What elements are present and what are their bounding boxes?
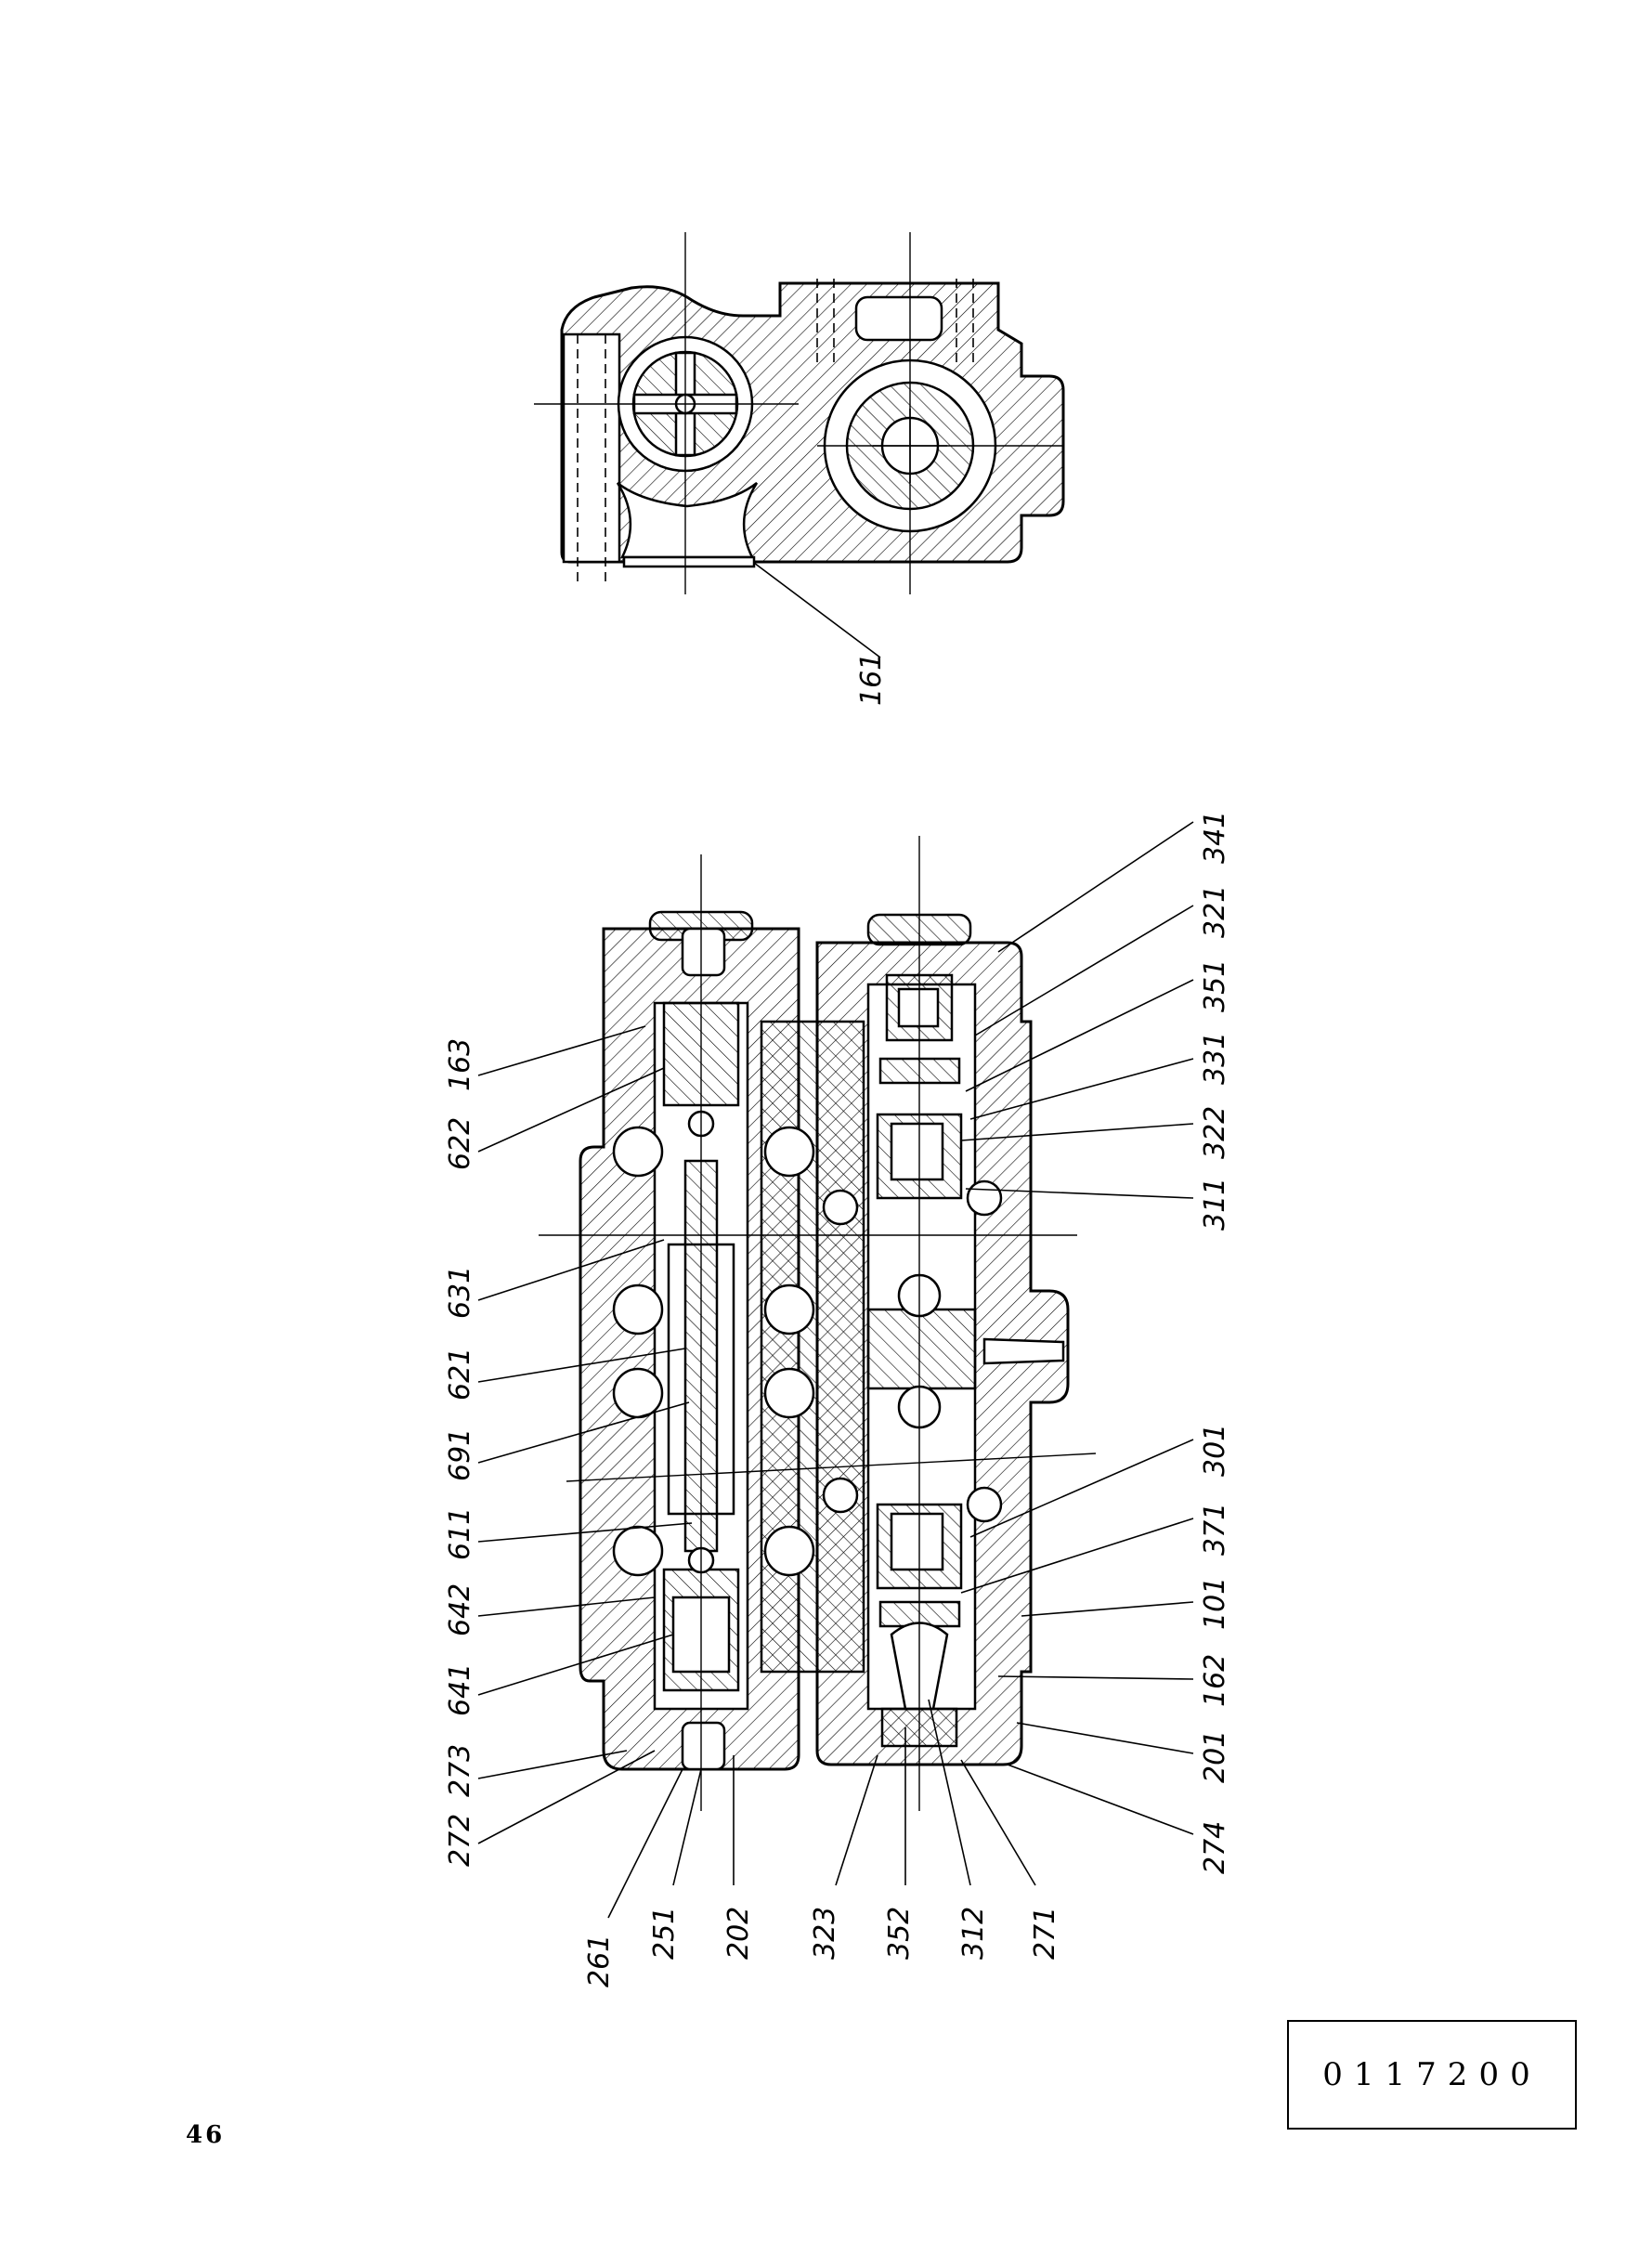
label-274: 274 xyxy=(1199,1821,1231,1874)
label-641: 641 xyxy=(444,1663,476,1716)
section-left-leaders: 163 622 631 621 691 611 642 641 273 272 xyxy=(444,1025,693,1867)
label-352: 352 xyxy=(883,1907,916,1960)
label-273: 273 xyxy=(444,1744,476,1797)
label-631: 631 xyxy=(444,1266,476,1319)
label-101: 101 xyxy=(1199,1577,1231,1630)
label-323: 323 xyxy=(809,1907,841,1960)
label-251: 251 xyxy=(648,1907,681,1960)
section-view xyxy=(539,836,1097,1811)
section-right-leaders: 341 321 351 331 322 311 301 371 101 162 … xyxy=(960,811,1231,1874)
label-301: 301 xyxy=(1199,1424,1231,1477)
top-view: 161 xyxy=(534,232,1065,706)
label-202: 202 xyxy=(722,1907,755,1960)
label-162: 162 xyxy=(1199,1654,1231,1707)
label-201: 201 xyxy=(1199,1730,1231,1783)
label-622: 622 xyxy=(444,1117,476,1170)
label-322: 322 xyxy=(1199,1106,1231,1159)
label-371: 371 xyxy=(1199,1503,1231,1556)
label-331: 331 xyxy=(1199,1032,1231,1085)
label-642: 642 xyxy=(444,1583,476,1636)
label-311: 311 xyxy=(1199,1178,1231,1231)
drawing-code-box: 0117200 xyxy=(1287,2020,1577,2130)
label-621: 621 xyxy=(444,1348,476,1401)
page-number: 46 xyxy=(186,2121,226,2149)
label-271: 271 xyxy=(1029,1907,1061,1960)
label-321: 321 xyxy=(1199,885,1231,938)
label-161: 161 xyxy=(855,653,888,706)
label-312: 312 xyxy=(957,1907,990,1960)
label-261: 261 xyxy=(583,1935,616,1987)
label-163: 163 xyxy=(444,1038,476,1091)
label-341: 341 xyxy=(1199,811,1231,864)
label-691: 691 xyxy=(444,1428,476,1481)
label-611: 611 xyxy=(444,1507,476,1560)
drawing-code: 0117200 xyxy=(1322,2056,1541,2093)
label-351: 351 xyxy=(1199,959,1231,1012)
top-view-left-side xyxy=(562,332,621,564)
section-bottom-leaders: 261 251 202 323 352 312 271 xyxy=(583,1699,1061,1987)
label-272: 272 xyxy=(444,1814,476,1867)
